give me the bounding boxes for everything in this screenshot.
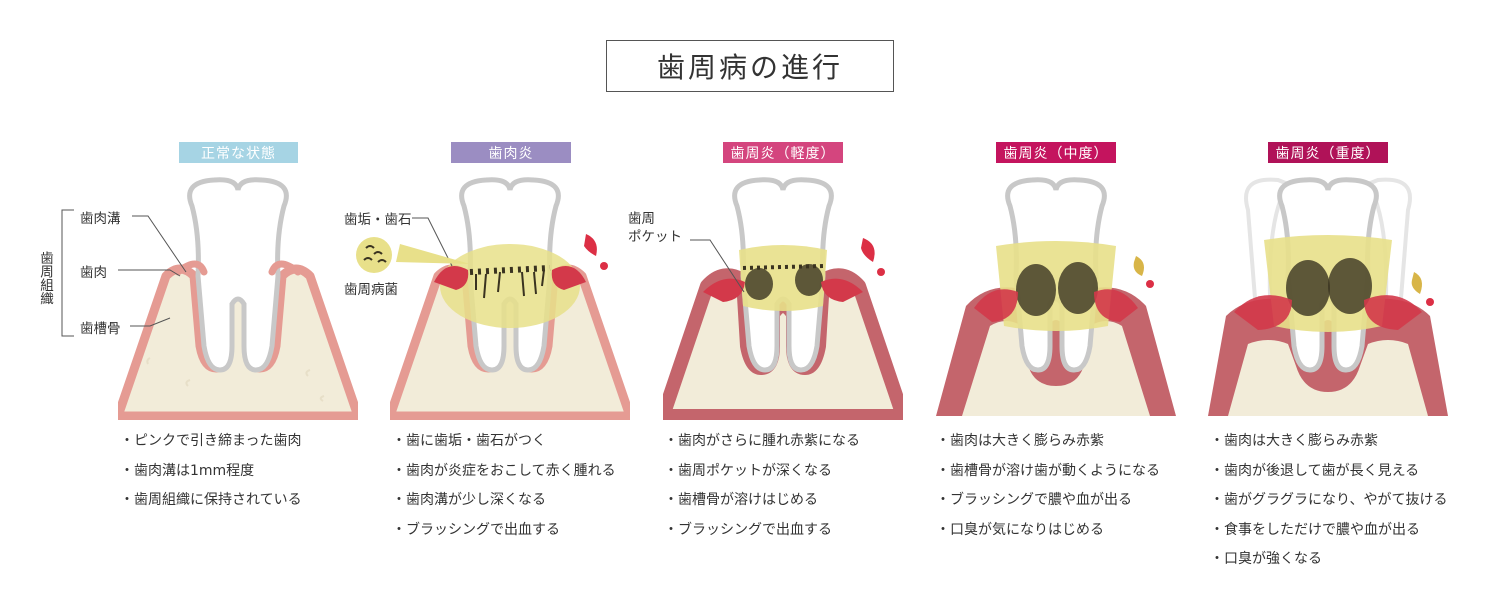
bacteria-label: 歯周病菌 (344, 282, 398, 298)
list-item: ・ブラッシングで出血する (392, 521, 560, 538)
stage-label-moderate: 歯周炎（中度） (996, 142, 1116, 163)
list-item: ・歯肉は大きく膨らみ赤紫 (936, 433, 1104, 449)
tooth-diagram-gingivitis (390, 177, 630, 420)
stage-bullets-severe: ・歯肉は大きく膨らみ赤紫 ・歯肉が後退して歯が長く見える ・歯がグラグラになり、… (1210, 430, 1447, 578)
periodontal-tissue-label: 歯周組織 (37, 251, 53, 305)
list-item: ・歯がグラグラになり、やがて抜ける (1210, 492, 1448, 508)
tooth-diagram-moderate (936, 177, 1176, 416)
gum-label: 歯肉 (80, 265, 107, 281)
tooth-diagram-normal (118, 177, 358, 420)
list-item: ・歯肉が炎症をおこして赤く腫れる (392, 462, 616, 479)
list-item: ・歯周組織に保持されている (120, 492, 302, 508)
list-item: ・歯槽骨が溶け歯が動くようになる (936, 462, 1160, 479)
periodontal-pocket-label: 歯周 ポケット (628, 211, 682, 245)
stage-bullets-mild: ・歯肉がさらに腫れ赤紫になる ・歯周ポケットが深くなる ・歯槽骨が溶けはじめる … (664, 430, 860, 548)
list-item: ・歯肉は大きく膨らみ赤紫 (1210, 433, 1378, 449)
list-item: ・歯肉がさらに腫れ赤紫になる (664, 433, 860, 449)
list-item: ・口臭が強くなる (1210, 551, 1322, 567)
gingival-sulcus-label: 歯肉溝 (80, 211, 121, 227)
list-item: ・ブラッシングで出血する (664, 521, 832, 538)
stage-label-severe: 歯周炎（重度） (1268, 142, 1388, 163)
stage-bullets-moderate: ・歯肉は大きく膨らみ赤紫 ・歯槽骨が溶け歯が動くようになる ・ブラッシングで膿や… (936, 430, 1160, 548)
page-title: 歯周病の進行 (606, 40, 894, 92)
list-item: ・歯肉が後退して歯が長く見える (1210, 462, 1420, 479)
list-item: ・ブラッシングで膿や血が出る (936, 492, 1132, 508)
list-item: ・歯肉溝は1mm程度 (120, 462, 255, 479)
stage-bullets-gingivitis: ・歯に歯垢・歯石がつく ・歯肉が炎症をおこして赤く腫れる ・歯肉溝が少し深くなる… (392, 430, 616, 548)
list-item: ・口臭が気になりはじめる (936, 521, 1104, 538)
list-item: ・ピンクで引き締まった歯肉 (120, 433, 302, 449)
stage-label-normal: 正常な状態 (179, 142, 298, 163)
list-item: ・歯槽骨が溶けはじめる (664, 492, 818, 508)
plaque-tartar-label: 歯垢・歯石 (344, 212, 412, 228)
stage-label-gingivitis: 歯肉炎 (451, 142, 571, 163)
list-item: ・歯に歯垢・歯石がつく (392, 433, 546, 449)
list-item: ・歯周ポケットが深くなる (664, 462, 832, 479)
list-item: ・歯肉溝が少し深くなる (392, 492, 546, 508)
list-item: ・食事をしただけで膿や血が出る (1210, 521, 1420, 538)
alveolar-bone-label: 歯槽骨 (80, 321, 121, 337)
stage-bullets-normal: ・ピンクで引き締まった歯肉 ・歯肉溝は1mm程度 ・歯周組織に保持されている (120, 430, 302, 519)
tooth-diagram-mild (663, 177, 903, 420)
tooth-diagram-severe (1208, 177, 1448, 416)
stage-label-mild: 歯周炎（軽度） (723, 142, 843, 163)
